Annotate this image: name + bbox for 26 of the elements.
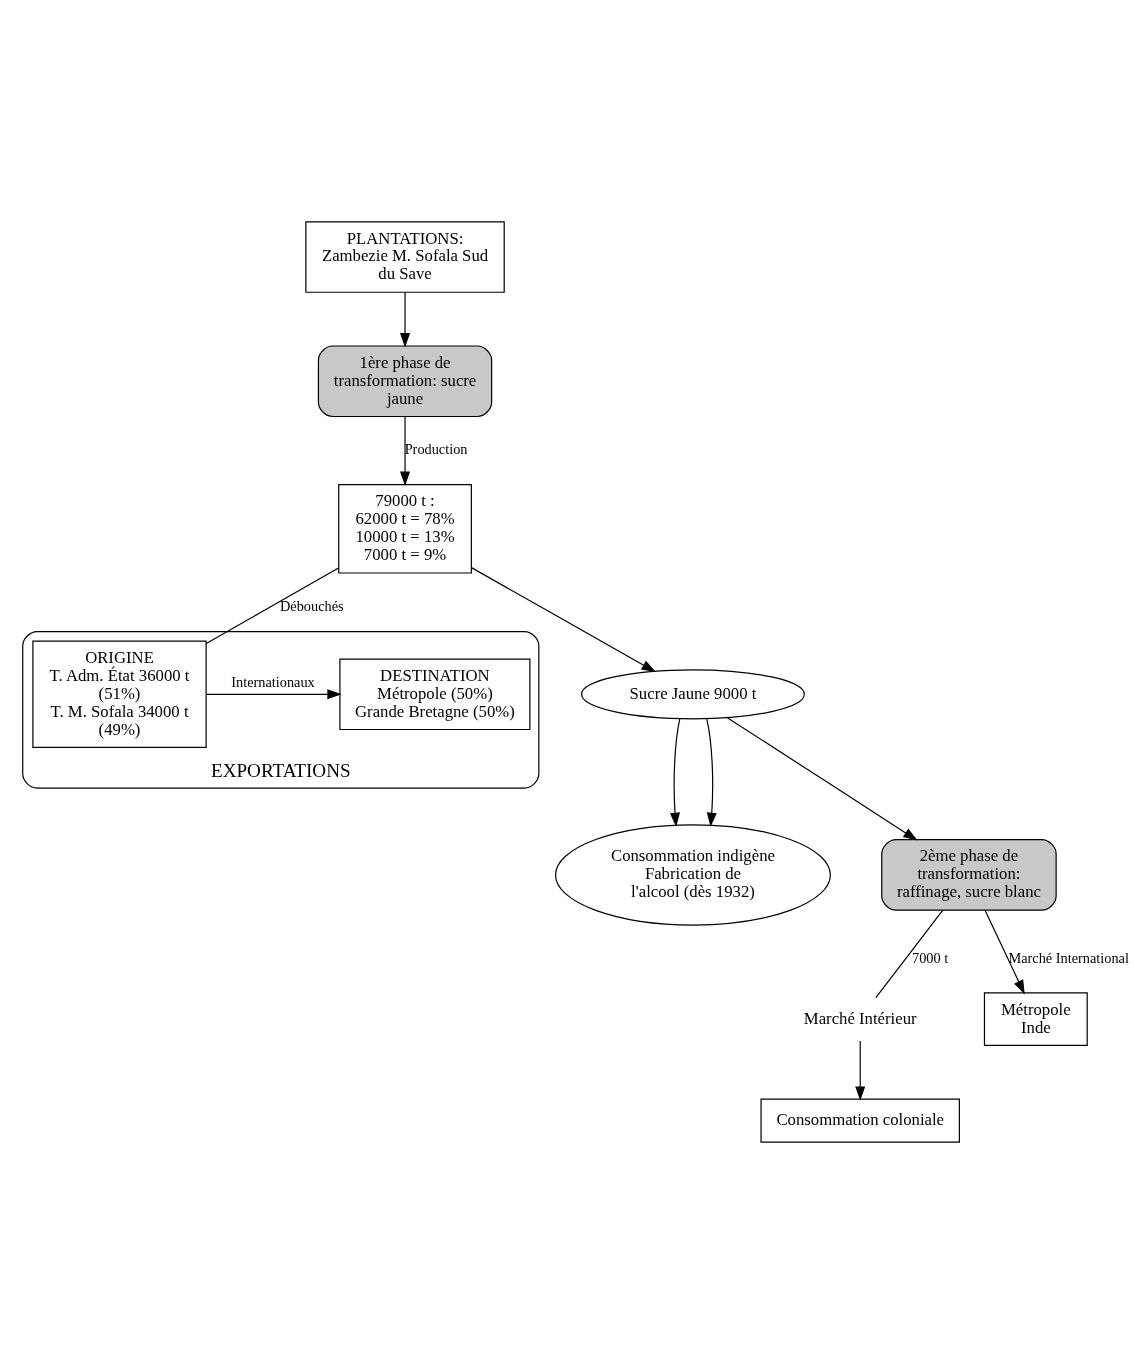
edge-label: 7000 t [911,949,949,966]
arrow [400,416,411,486]
arrow [984,909,1025,995]
node-ellipse: Sucre Jaune 9000 t [581,669,805,720]
edge-label: Marché International [1008,949,1129,966]
node-box: 2ème phase de transformation: raffinage, sucre blanc [881,839,1057,911]
node-ellipse: Consommation indigène Fabrication de l'alcool (dès 1932) [554,824,831,926]
arrow [726,717,918,841]
connector [205,567,340,645]
connector [875,909,944,999]
node-box: ORIGINE T. Adm. État 36000 t (51%) T. M. Sofala 34000 t (49%) [32,640,207,749]
node-box: PLANTATIONS: Zambezie M. Sofala Sud du Save [305,221,505,293]
arrow [706,718,717,828]
arrow [855,1040,866,1101]
edge-label: Internationaux [231,673,315,690]
node-text: Marché Intérieur [803,1008,917,1028]
node-box: DESTINATION Métropole (50%) Grande Bretagne (50%) [339,658,531,731]
node-box: Métropole Inde [983,992,1088,1047]
edge-label: Débouchés [280,597,344,614]
arrow [470,567,656,673]
node-box: 79000 t : 62000 t = 78% 10000 t = 13% 7000 t = 9% [338,484,472,574]
arrow [670,718,681,828]
node-box: 1ère phase de transformation: sucre jaune [317,345,493,418]
node-box: Consommation coloniale [760,1098,960,1143]
arrow [400,291,411,348]
arrow [205,689,342,700]
